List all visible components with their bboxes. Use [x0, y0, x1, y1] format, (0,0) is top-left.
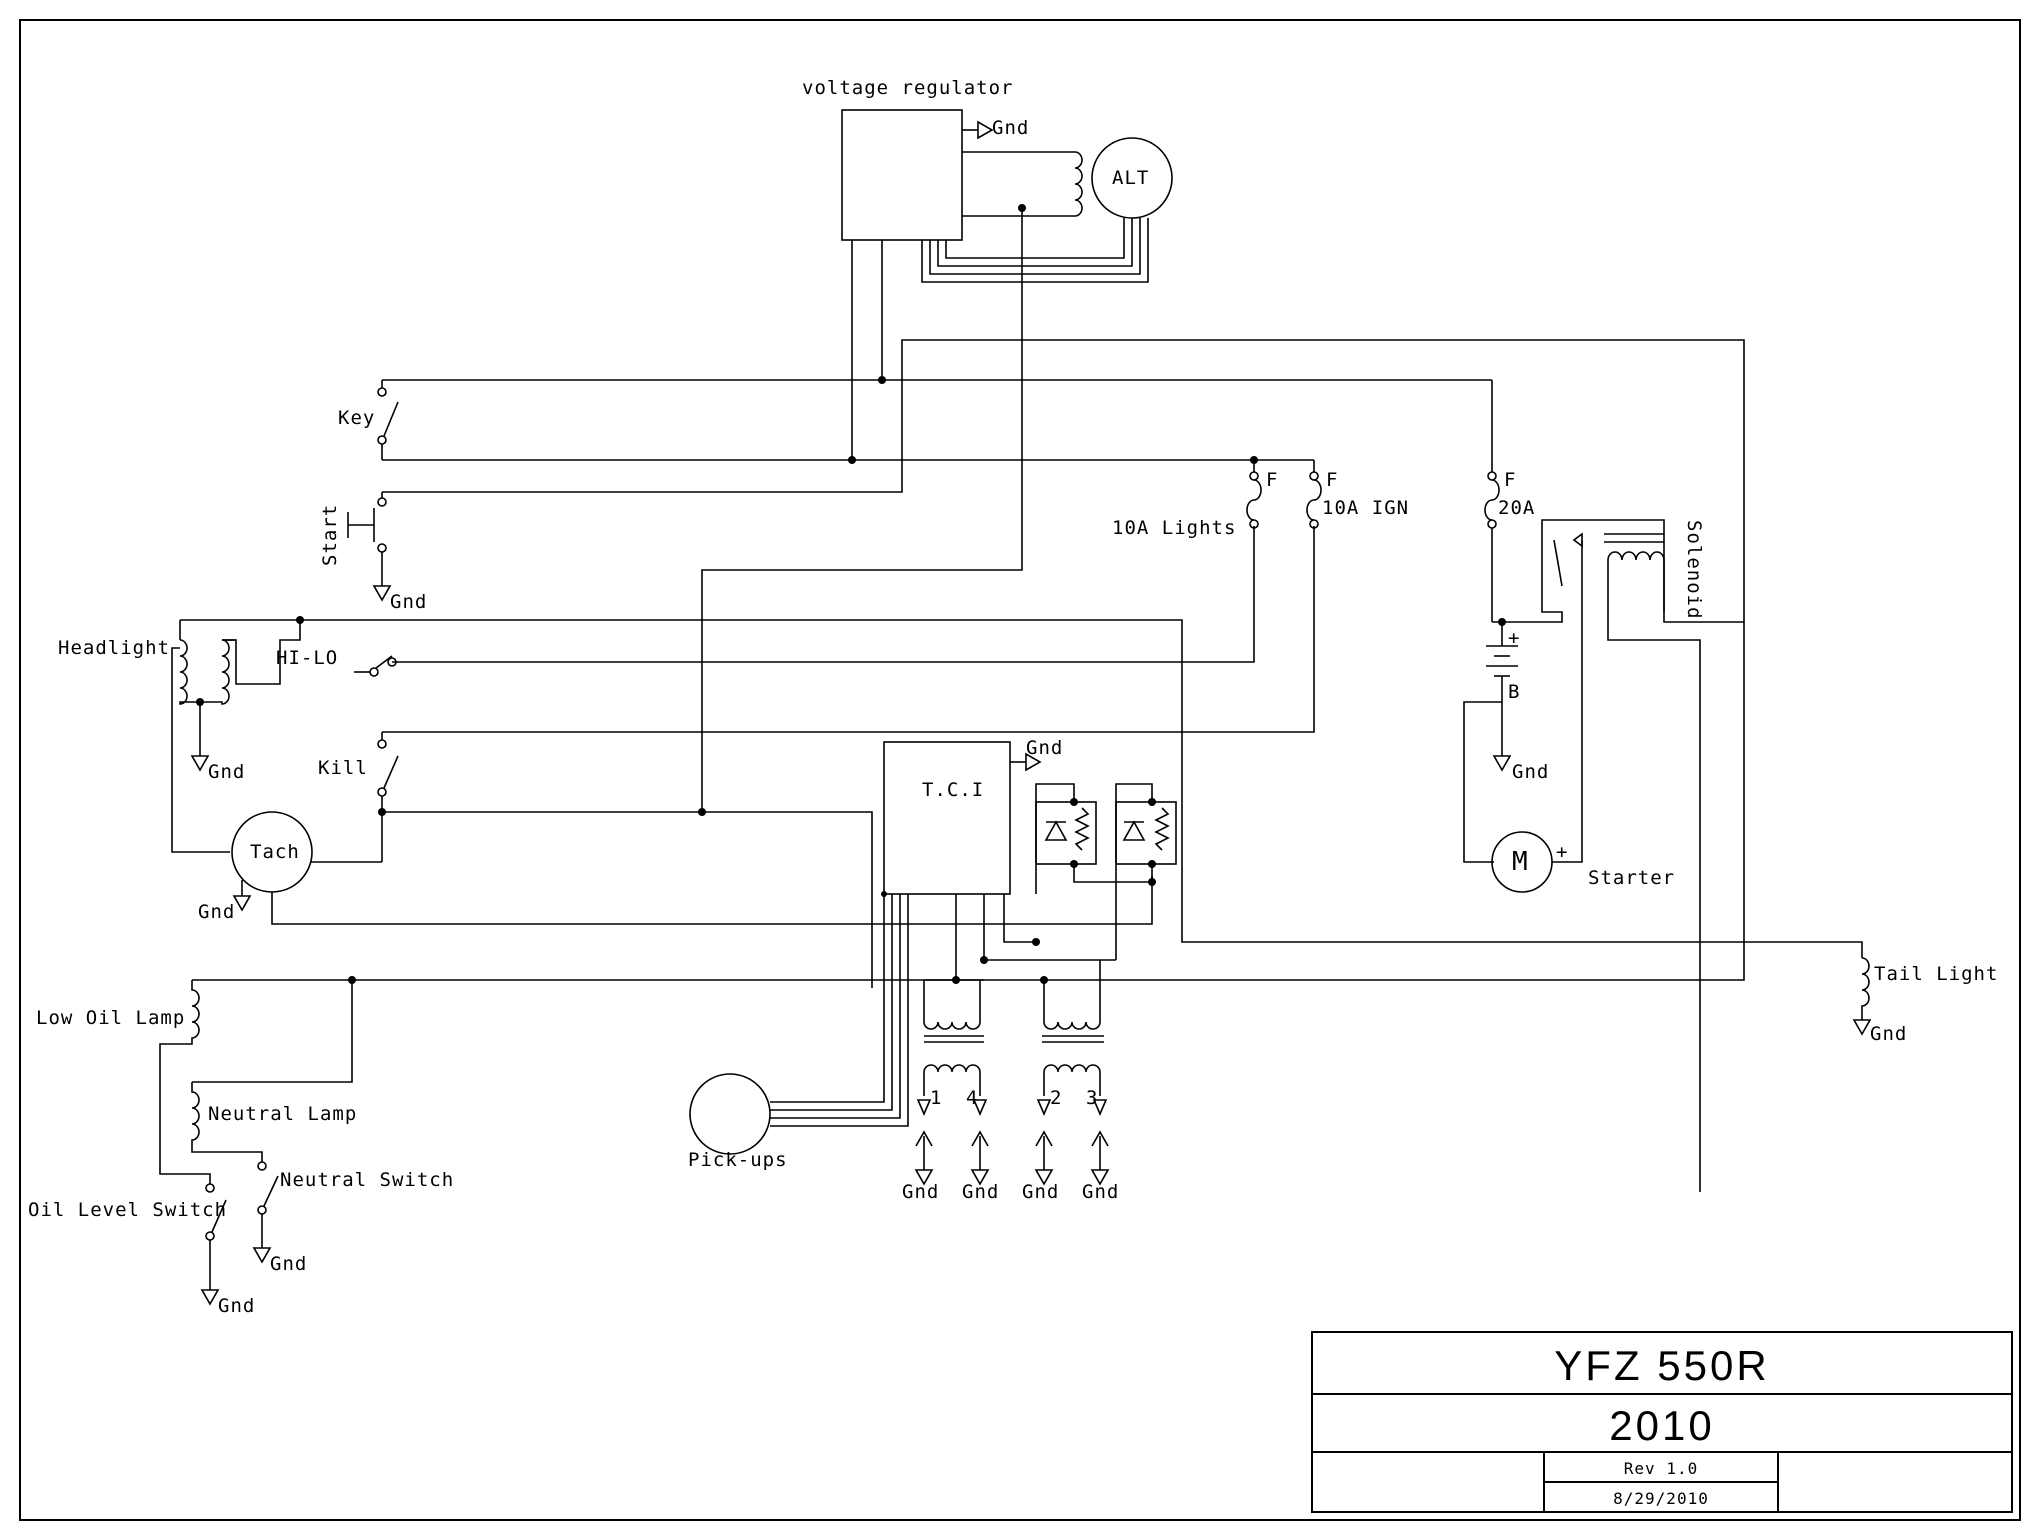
coil-2-label: 2	[1050, 1087, 1062, 1109]
start-gnd-label: Gnd	[390, 591, 427, 613]
fuse-lights-label: 10A Lights	[1112, 517, 1236, 539]
neutral-lamp: Neutral Lamp	[191, 1082, 357, 1162]
starter-motor: M + Starter	[1491, 540, 1675, 893]
motor-label: M	[1512, 847, 1529, 877]
regulator-gnd-label: Gnd	[992, 117, 1029, 139]
coil-1-label: 1	[930, 1087, 942, 1109]
fuse-ign-mark: F	[1326, 469, 1338, 491]
tach-label: Tach	[250, 841, 300, 863]
neutral-switch-gnd: Gnd	[270, 1253, 307, 1275]
title-model: YFZ 550R	[1554, 1342, 1769, 1389]
spark-plug-grounds: Gnd Gnd Gnd Gnd	[902, 1130, 1119, 1203]
tail-light-gnd-label: Gnd	[1870, 1023, 1907, 1045]
ignition-coil-1-4: 1 4	[916, 979, 988, 1117]
oil-level-gnd: Gnd	[218, 1295, 255, 1317]
main-wiring	[180, 208, 1863, 958]
regulator-ground: Gnd	[962, 117, 1029, 140]
tci-outputs	[770, 891, 1116, 1127]
tci-unit: T.C.I Gnd	[883, 737, 1063, 895]
fuse-main-label: 20A	[1498, 497, 1535, 519]
kill-switch[interactable]: Kill	[310, 732, 873, 988]
alternator-label: ALT	[1112, 167, 1149, 189]
fuse-ign-label: 10A IGN	[1322, 497, 1409, 519]
start-button[interactable]: Gnd Start	[319, 492, 427, 613]
tachometer: Tach Gnd	[198, 811, 1153, 925]
solenoid-label: Solenoid	[1683, 520, 1705, 620]
neutral-switch[interactable]: Gnd Neutral Switch	[252, 1161, 454, 1275]
start-label: Start	[319, 504, 341, 566]
pick-ups-label: Pick-ups	[688, 1149, 788, 1171]
solenoid: Solenoid	[1492, 519, 1705, 1192]
motor-plus-label: +	[1556, 841, 1568, 863]
diode-network-2	[1115, 783, 1177, 960]
fuse-20a: F 20A	[1484, 469, 1535, 622]
tail-light-label: Tail Light	[1874, 963, 1998, 985]
fuse-10a-lights: F 10A Lights	[1112, 469, 1278, 539]
pick-ups: Pick-ups	[688, 1073, 788, 1171]
key-label: Key	[338, 407, 375, 429]
ignition-coil-2-3: 2 3	[1036, 960, 1108, 1117]
tach-gnd-label: Gnd	[198, 901, 235, 923]
battery-b-label: B	[1508, 681, 1520, 703]
neutral-lamp-label: Neutral Lamp	[208, 1103, 357, 1125]
hi-lo-label: HI-LO	[276, 647, 338, 669]
headlight: Headlight Gnd	[58, 620, 301, 853]
headlight-label: Headlight	[58, 637, 170, 659]
hi-lo-switch[interactable]: HI-LO	[276, 647, 397, 677]
low-oil-lamp-label: Low Oil Lamp	[36, 1007, 185, 1029]
title-revision: Rev 1.0	[1624, 1459, 1698, 1478]
coil-3-label: 3	[1086, 1087, 1098, 1109]
oil-level-switch-label: Oil Level Switch	[28, 1199, 227, 1221]
key-switch[interactable]: Key	[338, 380, 399, 460]
title-date: 8/29/2010	[1613, 1489, 1709, 1508]
tci-gnd-label: Gnd	[1026, 737, 1063, 759]
starter-label: Starter	[1588, 867, 1675, 889]
title-year: 2010	[1609, 1402, 1714, 1449]
kill-label: Kill	[318, 757, 368, 779]
plug-3-gnd: Gnd	[1082, 1181, 1119, 1203]
fuse-10a-ign: F 10A IGN	[1306, 469, 1409, 529]
plug-2-gnd: Gnd	[1022, 1181, 1059, 1203]
low-oil-lamp: Low Oil Lamp	[36, 980, 211, 1184]
plug-1-gnd: Gnd	[902, 1181, 939, 1203]
battery: + B Gnd	[1463, 622, 1549, 863]
tci-label: T.C.I	[922, 779, 984, 801]
fuse-lights-mark: F	[1266, 469, 1278, 491]
fuse-main-mark: F	[1504, 469, 1516, 491]
voltage-regulator: voltage regulator	[802, 77, 1013, 241]
title-block: YFZ 550R 2010 Rev 1.0 8/29/2010	[1311, 1331, 2013, 1513]
alternator: ALT	[921, 137, 1173, 283]
battery-gnd-label: Gnd	[1512, 761, 1549, 783]
plug-4-gnd: Gnd	[962, 1181, 999, 1203]
oil-level-switch[interactable]: Gnd Oil Level Switch	[28, 1183, 255, 1317]
neutral-switch-label: Neutral Switch	[280, 1169, 454, 1191]
diode-network-1	[1035, 783, 1156, 894]
voltage-regulator-label: voltage regulator	[802, 77, 1013, 99]
lamp-bus	[192, 622, 1745, 1083]
tail-light: Tail Light Gnd	[1852, 957, 1998, 1045]
sheet-border	[19, 19, 2021, 1521]
coil-4-label: 4	[966, 1087, 978, 1109]
headlight-gnd-label: Gnd	[208, 761, 245, 783]
battery-plus-label: +	[1508, 627, 1520, 649]
